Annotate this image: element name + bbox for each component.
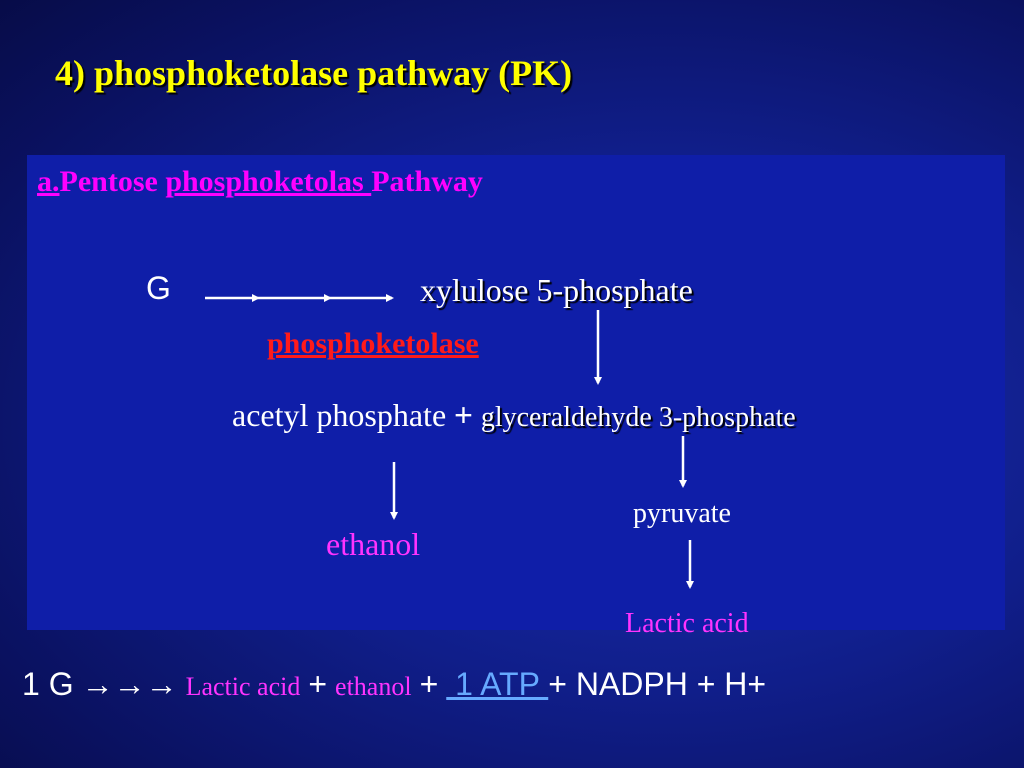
acetyl-phosphate-row: acetyl phosphate + glyceraldehyde 3-phos… [232, 397, 796, 434]
glyceraldehyde-phosphate-label: 3-phosphate [658, 402, 796, 433]
pyruvate-label: pyruvate [633, 498, 731, 529]
equation-start: 1 G [22, 666, 74, 702]
plus-sign: + [454, 397, 473, 433]
equation-atp: 1 ATP [446, 666, 549, 702]
equation-rest: + NADPH + H+ [548, 666, 767, 702]
subtitle-part1: Pentose [59, 165, 166, 198]
equation-arrows: →→→ [81, 666, 178, 702]
lactic-acid-label: Lactic acid [625, 608, 749, 639]
xylulose-label: xylulose 5-phosphate [420, 272, 693, 308]
equation-plus-2: + [419, 666, 439, 702]
equation-plus-1: + [308, 666, 328, 702]
pathway-subtitle: a.Pentose phosphoketolas Pathway [37, 165, 483, 199]
diagram-panel [27, 155, 1005, 630]
slide-title: 4) phosphoketolase pathway (PK) [55, 53, 573, 93]
acetyl-phosphate-label: acetyl phosphate [232, 397, 447, 433]
subtitle-prefix: a. [37, 165, 60, 198]
equation-lactic: Lactic acid [185, 672, 301, 701]
ethanol-label: ethanol [326, 526, 421, 562]
glyceraldehyde-label: glyceraldehyde [480, 402, 659, 433]
summary-equation: 1 G →→→ Lactic acid + ethanol + 1 ATP + … [22, 666, 766, 703]
glucose-label: G [146, 270, 171, 306]
enzyme-label: phosphoketolase [267, 327, 479, 360]
subtitle-part2: phosphoketolas [165, 165, 372, 198]
equation-ethanol: ethanol [335, 672, 412, 701]
subtitle-part3: Pathway [371, 165, 483, 198]
